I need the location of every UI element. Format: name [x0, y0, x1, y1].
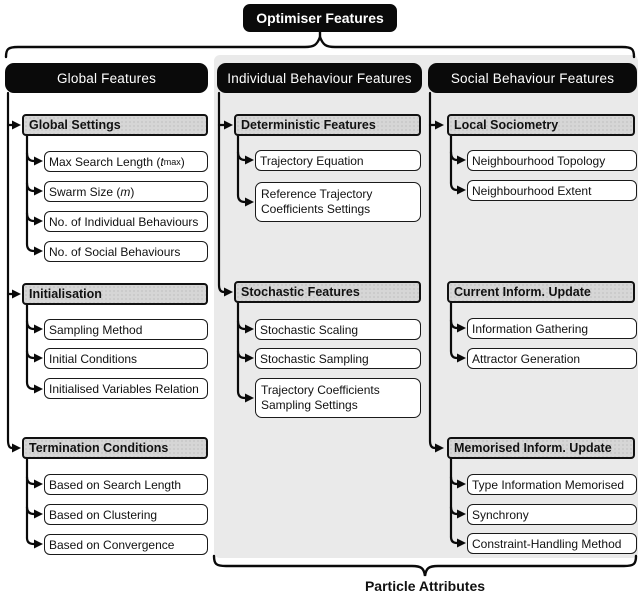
item-trajectory-equation: Trajectory Equation: [255, 150, 421, 171]
bottom-brace: [212, 554, 638, 577]
item-swarm-size: Swarm Size (m): [44, 181, 208, 202]
item-trajectory-coefficients-sampling-settings: Trajectory Coefficients Sampling Setting…: [255, 378, 421, 418]
item-label: Max Search Length (: [49, 154, 161, 169]
column-header-individual-behaviour-features: Individual Behaviour Features: [217, 63, 422, 93]
item-initial-conditions: Initial Conditions: [44, 348, 208, 369]
item-type-information-memorised: Type Information Memorised: [467, 474, 637, 495]
optimiser-features-box: Optimiser Features: [243, 4, 397, 32]
item-based-on-search-length: Based on Search Length: [44, 474, 208, 495]
section-header-global-settings: Global Settings: [22, 114, 208, 136]
section-header-local-sociometry: Local Sociometry: [447, 114, 635, 136]
section-header-initialisation: Initialisation: [22, 283, 208, 305]
item-based-on-convergence: Based on Convergence: [44, 534, 208, 555]
item-var: m: [120, 184, 131, 199]
item-stochastic-sampling: Stochastic Sampling: [255, 348, 421, 369]
item-stochastic-scaling: Stochastic Scaling: [255, 319, 421, 340]
item-sub: max: [163, 156, 181, 167]
item-constraint-handling-method: Constraint-Handling Method: [467, 533, 637, 554]
section-header-memorised-inform-update: Memorised Inform. Update: [447, 437, 635, 459]
item-label: ): [180, 154, 185, 169]
section-header-current-inform-update: Current Inform. Update: [447, 281, 635, 303]
item-label: ): [130, 184, 135, 199]
item-var: t: [160, 154, 164, 169]
column-header-social-behaviour-features: Social Behaviour Features: [428, 63, 637, 93]
item-attractor-generation: Attractor Generation: [467, 348, 637, 369]
column-header-global-features: Global Features: [5, 63, 208, 93]
item-sampling-method: Sampling Method: [44, 319, 208, 340]
item-no-of-individual-behaviours: No. of Individual Behaviours: [44, 211, 208, 232]
item-neighbourhood-extent: Neighbourhood Extent: [467, 180, 637, 201]
section-header-deterministic-features: Deterministic Features: [234, 114, 421, 136]
item-information-gathering: Information Gathering: [467, 318, 637, 339]
section-header-termination-conditions: Termination Conditions: [22, 437, 208, 459]
item-initialised-variables-relation: Initialised Variables Relation: [44, 378, 208, 399]
item-neighbourhood-topology: Neighbourhood Topology: [467, 150, 637, 171]
item-synchrony: Synchrony: [467, 504, 637, 525]
item-based-on-clustering: Based on Clustering: [44, 504, 208, 525]
section-header-stochastic-features: Stochastic Features: [234, 281, 421, 303]
item-label: Swarm Size (: [49, 184, 121, 199]
item-reference-trajectory-coefficients-settings: Reference Trajectory Coefficients Settin…: [255, 182, 421, 222]
particle-attributes-label: Particle Attributes: [364, 578, 486, 594]
item-no-of-social-behaviours: No. of Social Behaviours: [44, 241, 208, 262]
